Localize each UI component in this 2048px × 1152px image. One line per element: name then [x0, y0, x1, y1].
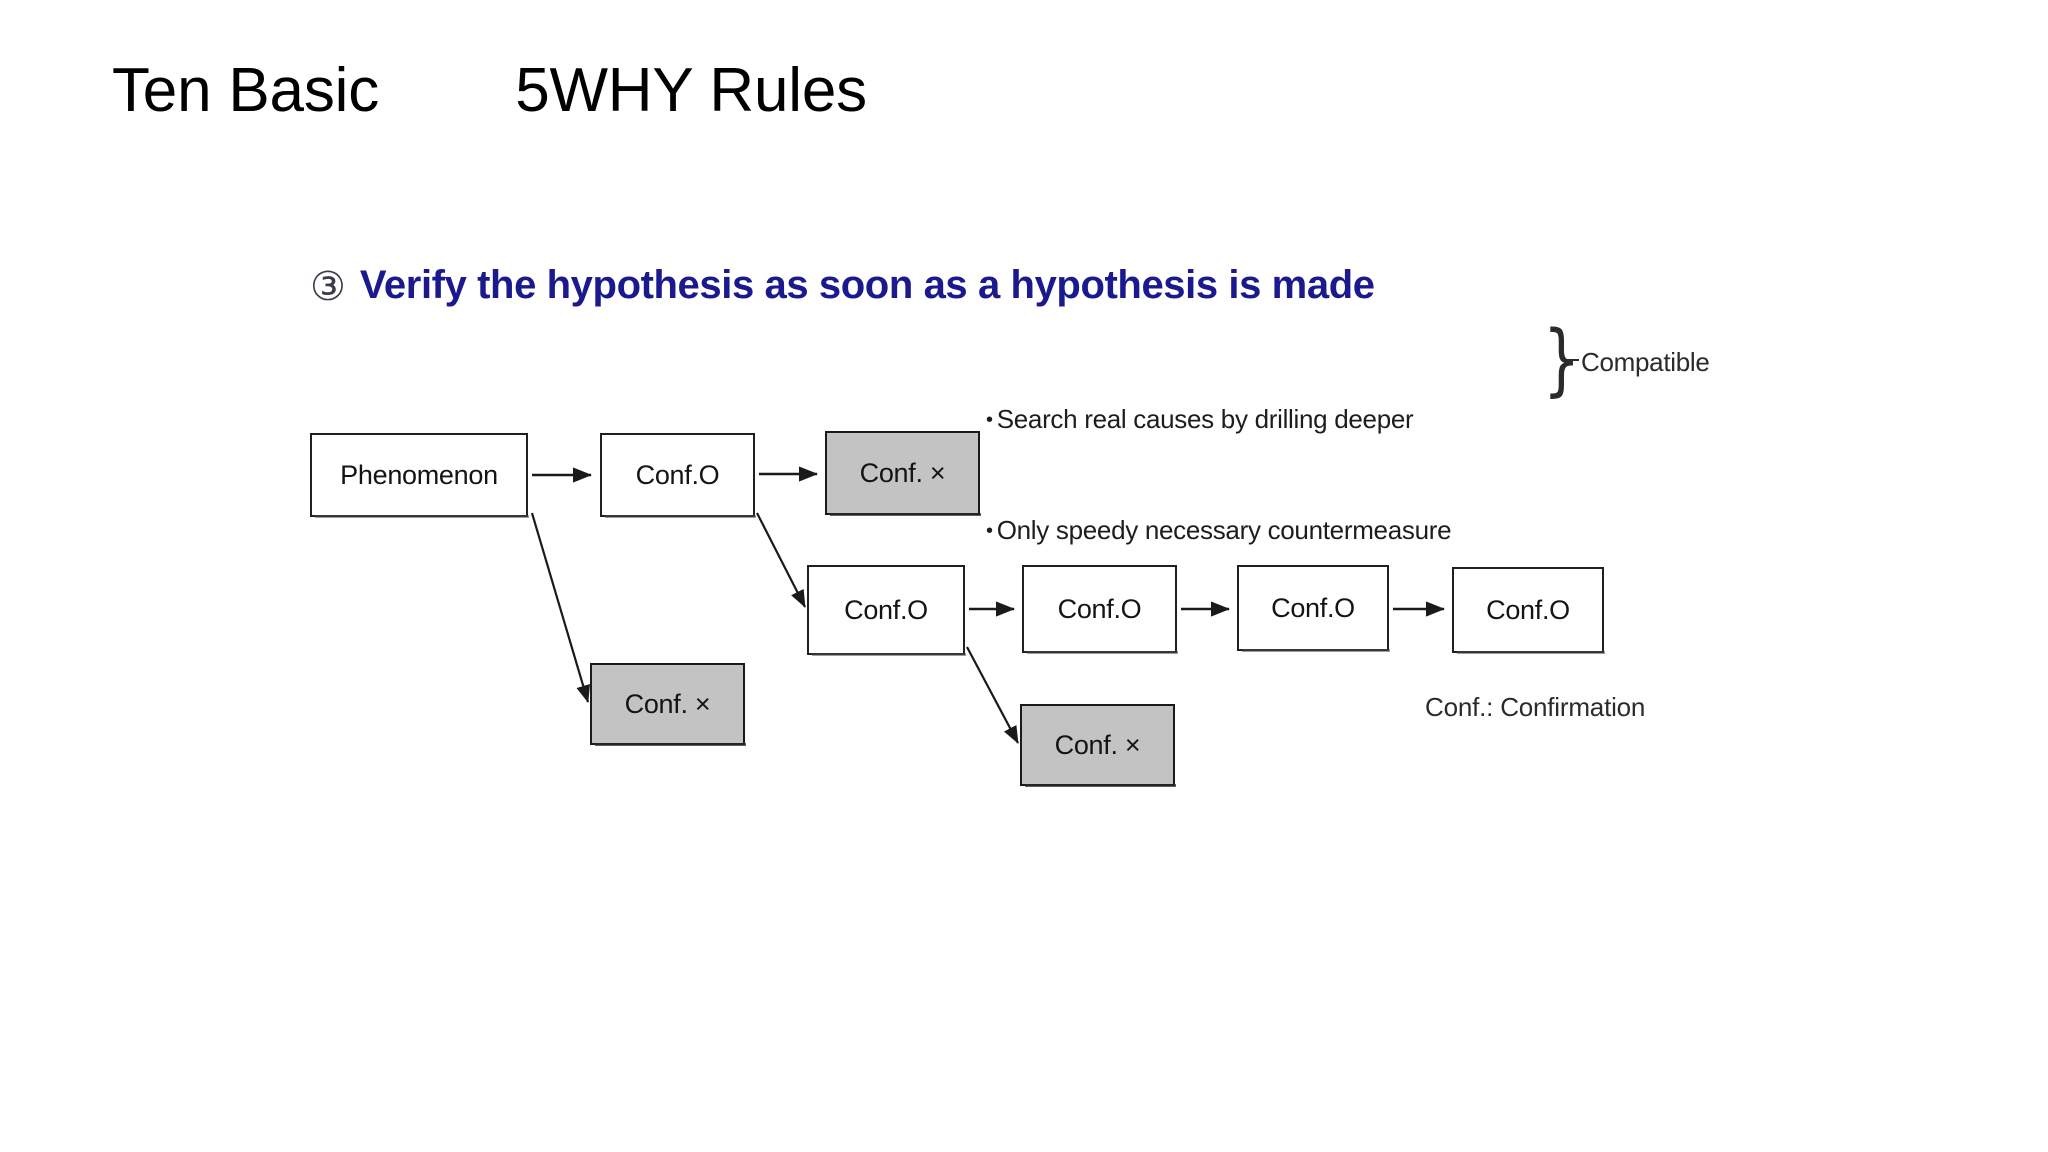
arrow-row2-to-branch-conf-x — [966, 646, 1019, 744]
node-phenomenon: Phenomenon — [310, 433, 529, 518]
node-branch-conf-x-right: Conf. × — [1020, 704, 1176, 787]
figure-bullet-list: • Search real causes by drilling deeper … — [986, 327, 1546, 622]
node-row1-conf-x: Conf. × — [825, 431, 981, 516]
node-row2-conf-o-1: Conf.O — [807, 565, 966, 656]
diagram-figure: ③ Verify the hypothesis as soon as a hyp… — [300, 255, 1760, 815]
figure-headline: ③ Verify the hypothesis as soon as a hyp… — [310, 263, 1375, 308]
circled-number-icon: ③ — [310, 263, 346, 310]
bullet-item-1-text: Search real causes by drilling deeper — [996, 403, 1414, 434]
page-title: Ten Basic 5WHY Rules — [112, 56, 867, 125]
bullet-item-2-text: Only speedy necessary countermeasure — [996, 514, 1452, 545]
curly-brace-icon: } — [1543, 315, 1581, 405]
node-row2-conf-o-2: Conf.O — [1022, 565, 1178, 654]
brace-dash-icon — [1565, 359, 1579, 361]
figure-headline-text: Verify the hypothesis as soon as a hypot… — [359, 263, 1375, 307]
bullet-item-2: • Only speedy necessary countermeasure — [986, 512, 1546, 549]
bullet-dot-icon: • — [986, 519, 993, 542]
node-row2-conf-o-4: Conf.O — [1452, 567, 1605, 654]
arrow-conf-o-to-row2 — [756, 512, 806, 608]
node-branch-conf-x-left: Conf. × — [590, 663, 746, 746]
arrow-phenomenon-to-branch-conf-x — [530, 512, 590, 703]
compatible-label: Compatible — [1581, 347, 1710, 377]
figure-legend: Conf.: Confirmation — [1425, 692, 1646, 722]
node-row1-conf-o: Conf.O — [600, 433, 756, 518]
node-row2-conf-o-3: Conf.O — [1237, 565, 1390, 652]
bullet-item-1: • Search real causes by drilling deeper — [986, 401, 1546, 438]
bullet-dot-icon: • — [986, 408, 993, 431]
